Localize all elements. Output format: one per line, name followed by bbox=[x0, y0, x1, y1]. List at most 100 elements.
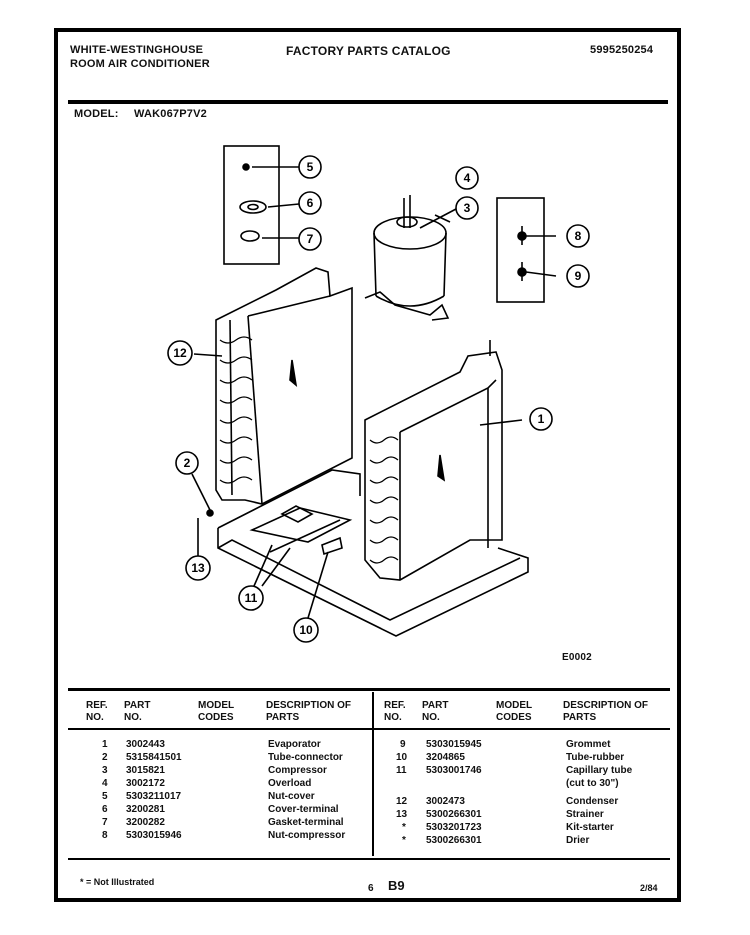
brand-line-2: ROOM AIR CONDITIONER bbox=[70, 58, 210, 70]
col-desc-left: DESCRIPTION OF PARTS bbox=[266, 700, 352, 723]
base-pan-drawing bbox=[217, 469, 529, 637]
col-model-left: MODEL CODES bbox=[198, 700, 234, 723]
row-ref: 1 bbox=[102, 739, 108, 750]
row-ref: 7 bbox=[102, 817, 108, 828]
row-desc: Compressor bbox=[268, 765, 327, 776]
small-parts-box bbox=[223, 145, 280, 265]
callout-2-label: 2 bbox=[184, 456, 191, 470]
page-number: 6 bbox=[368, 883, 374, 894]
callout-9: 9 bbox=[566, 264, 590, 288]
row-ref: 13 bbox=[396, 809, 408, 820]
row-desc: Evaporator bbox=[268, 739, 321, 750]
callout-12: 12 bbox=[167, 340, 193, 366]
row-ref: * bbox=[402, 835, 406, 846]
row-part: 5303015946 bbox=[126, 830, 182, 841]
row-desc: Overload bbox=[268, 778, 312, 789]
callout-5-label: 5 bbox=[307, 160, 314, 174]
col-part-left: PART NO. bbox=[124, 700, 151, 723]
row-desc: Tube-rubber bbox=[566, 752, 625, 763]
row-part: 3200281 bbox=[126, 804, 165, 815]
callout-7: 7 bbox=[298, 227, 322, 251]
row-desc: Cover-terminal bbox=[268, 804, 339, 815]
col-model-right: MODEL CODES bbox=[496, 700, 532, 723]
row-part: 3002443 bbox=[126, 739, 165, 750]
callout-4-label: 4 bbox=[464, 171, 471, 185]
row-desc: Gasket-terminal bbox=[268, 817, 344, 828]
row-ref: 4 bbox=[102, 778, 108, 789]
row-part: 5303201723 bbox=[426, 822, 482, 833]
callout-8: 8 bbox=[566, 224, 590, 248]
row-ref: 6 bbox=[102, 804, 108, 815]
model-label: MODEL: bbox=[74, 108, 119, 120]
row-ref: 5 bbox=[102, 791, 108, 802]
model-value: WAK067P7V2 bbox=[134, 108, 207, 120]
grommet-box bbox=[496, 197, 545, 303]
callout-11-label: 11 bbox=[245, 591, 258, 605]
row-ref: 9 bbox=[400, 739, 406, 750]
col-part-right: PART NO. bbox=[422, 700, 449, 723]
table-top-rule bbox=[68, 688, 670, 691]
row-part: 5303001746 bbox=[426, 765, 482, 776]
gasket-terminal-part bbox=[240, 230, 260, 242]
row-part: 5300266301 bbox=[426, 809, 482, 820]
row-part: 3204865 bbox=[426, 752, 465, 763]
table-bottom-rule bbox=[68, 858, 670, 860]
catalog-title: FACTORY PARTS CATALOG bbox=[286, 44, 451, 58]
row-desc: Kit-starter bbox=[566, 822, 614, 833]
cover-terminal-part bbox=[239, 200, 267, 214]
section-code: B9 bbox=[388, 878, 405, 893]
row-ref: 10 bbox=[396, 752, 408, 763]
row-desc: Strainer bbox=[566, 809, 604, 820]
row-desc: Grommet bbox=[566, 739, 611, 750]
row-part: 5303211017 bbox=[126, 791, 182, 802]
callout-5: 5 bbox=[298, 155, 322, 179]
evaporator-drawing bbox=[215, 267, 353, 505]
row-part: 3200282 bbox=[126, 817, 165, 828]
row-part: 5315841501 bbox=[126, 752, 182, 763]
row-ref: 2 bbox=[102, 752, 108, 763]
header-rule bbox=[68, 100, 668, 104]
compressor-drawing bbox=[364, 195, 451, 321]
row-part: 3002473 bbox=[426, 796, 465, 807]
table-header-rule bbox=[68, 728, 670, 730]
row-ref: 8 bbox=[102, 830, 108, 841]
row-desc: Drier bbox=[566, 835, 590, 846]
row-desc: Nut-compressor bbox=[268, 830, 346, 841]
callout-6: 6 bbox=[298, 191, 322, 215]
row-desc: Nut-cover bbox=[268, 791, 315, 802]
row-desc: Tube-connector bbox=[268, 752, 343, 763]
callout-4: 4 bbox=[455, 166, 479, 190]
row-ref: 3 bbox=[102, 765, 108, 776]
callout-9-label: 9 bbox=[575, 269, 582, 283]
footnote: * = Not Illustrated bbox=[80, 877, 155, 887]
col-desc-right: DESCRIPTION OF PARTS bbox=[563, 700, 649, 723]
row-part: 5300266301 bbox=[426, 835, 482, 846]
callout-7-label: 7 bbox=[307, 232, 314, 246]
catalog-number: 5995250254 bbox=[590, 44, 654, 56]
callout-13: 13 bbox=[185, 555, 211, 581]
row-ref: 11 bbox=[396, 765, 407, 776]
row-ref: * bbox=[402, 822, 406, 833]
callout-6-label: 6 bbox=[307, 196, 314, 210]
diagram-code: E0002 bbox=[562, 652, 592, 663]
callout-13-label: 13 bbox=[191, 561, 205, 575]
row-desc: Capillary tube bbox=[566, 765, 633, 776]
callout-3: 3 bbox=[455, 196, 479, 220]
revision-date: 2/84 bbox=[640, 883, 658, 893]
condenser-drawing bbox=[364, 340, 503, 581]
callout-10: 10 bbox=[293, 617, 319, 643]
page-frame bbox=[54, 28, 681, 902]
table-divider bbox=[372, 692, 374, 856]
callout-11: 11 bbox=[238, 585, 264, 611]
row-desc: (cut to 30") bbox=[566, 778, 619, 789]
nut-cover-part bbox=[242, 163, 250, 171]
row-desc: Condenser bbox=[566, 796, 619, 807]
callout-1: 1 bbox=[529, 407, 553, 431]
callout-3-label: 3 bbox=[464, 201, 471, 215]
callout-12-label: 12 bbox=[173, 346, 187, 360]
row-part: 3015821 bbox=[126, 765, 165, 776]
col-ref-left: REF. NO. bbox=[86, 700, 108, 723]
callout-1-label: 1 bbox=[538, 412, 545, 426]
brand-line-1: WHITE-WESTINGHOUSE bbox=[70, 44, 204, 56]
row-part: 3002172 bbox=[126, 778, 165, 789]
